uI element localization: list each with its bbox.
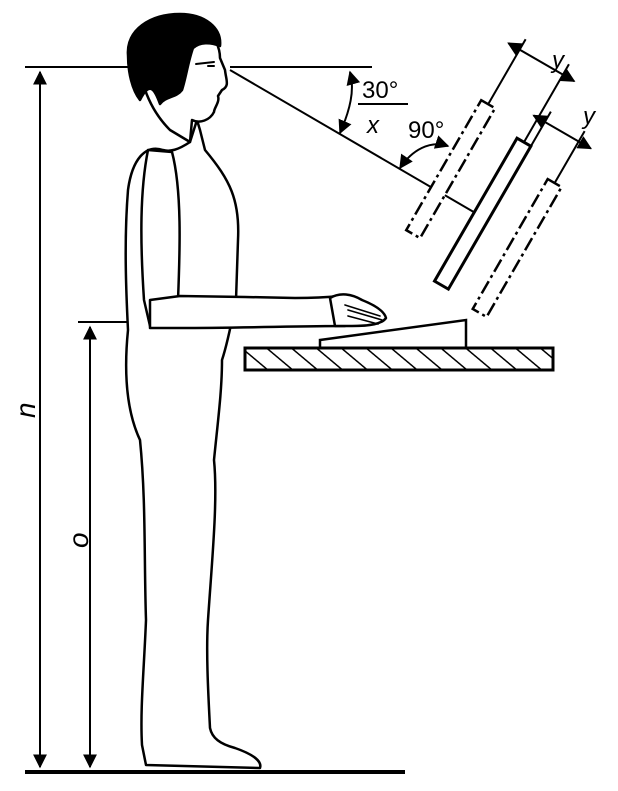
eye xyxy=(195,61,215,67)
screen-main xyxy=(432,136,533,292)
label-x: x xyxy=(366,112,380,139)
label-y-top: y xyxy=(550,47,566,74)
hand xyxy=(328,293,388,328)
line-of-sight xyxy=(229,69,486,219)
desk-top xyxy=(243,346,555,372)
label-30-deg: 30° xyxy=(362,77,398,104)
label-y-bottom: y xyxy=(581,103,597,130)
label-n: n xyxy=(10,402,41,418)
dimension-y-bottom xyxy=(532,114,592,150)
label-90-deg: 90° xyxy=(408,117,444,144)
screen-position-far xyxy=(471,177,564,319)
dimension-y-top xyxy=(507,42,576,83)
hair xyxy=(126,12,222,106)
person-figure xyxy=(124,12,388,770)
angle-arc-90 xyxy=(399,135,450,170)
angle-arc-30 xyxy=(338,70,361,135)
label-o: o xyxy=(63,532,94,548)
forearm xyxy=(148,294,347,330)
